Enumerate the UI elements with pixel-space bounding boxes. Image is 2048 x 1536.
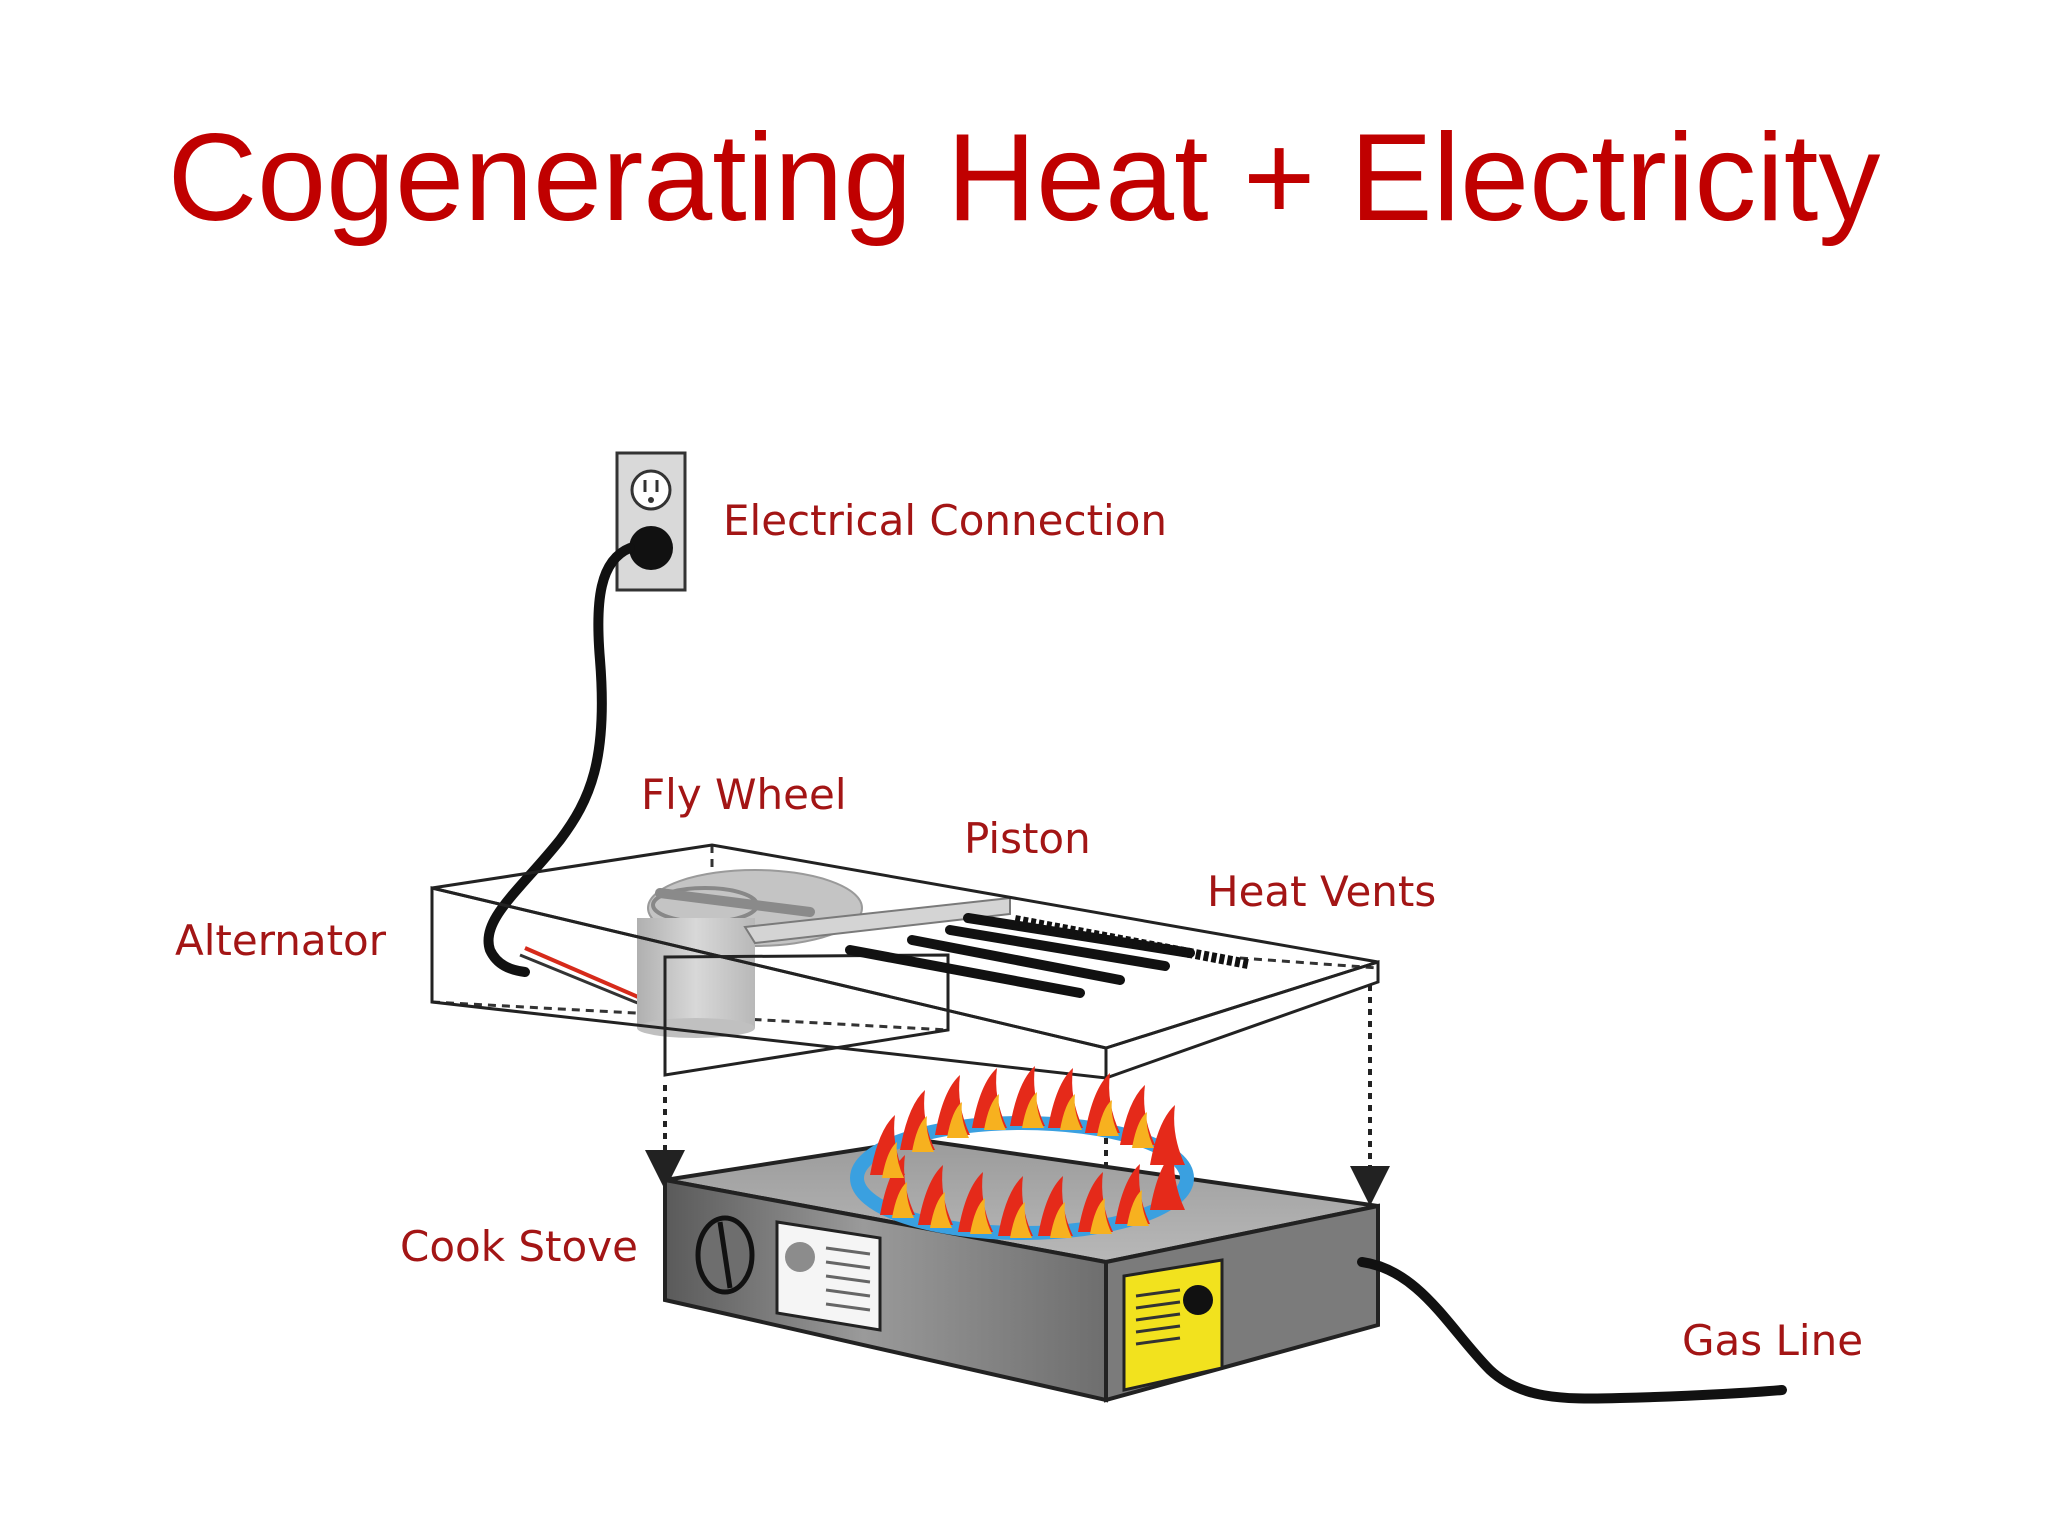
label-alternator: Alternator — [175, 916, 387, 965]
label-electrical-connection: Electrical Connection — [723, 496, 1168, 545]
label-fly-wheel: Fly Wheel — [641, 770, 847, 819]
label-heat-vents: Heat Vents — [1207, 867, 1437, 916]
power-cord — [483, 543, 635, 977]
gas-line — [1357, 1257, 1787, 1404]
slide-title: Cogenerating Heat + Electricity — [167, 109, 1881, 247]
heat-vent-slots — [845, 913, 1249, 998]
burner-flames — [850, 1066, 1194, 1240]
wall-outlet-icon — [615, 451, 687, 592]
label-cook-stove: Cook Stove — [400, 1222, 638, 1271]
label-piston: Piston — [964, 814, 1091, 863]
control-plate — [1122, 1258, 1224, 1392]
label-gas-line: Gas Line — [1682, 1316, 1864, 1365]
